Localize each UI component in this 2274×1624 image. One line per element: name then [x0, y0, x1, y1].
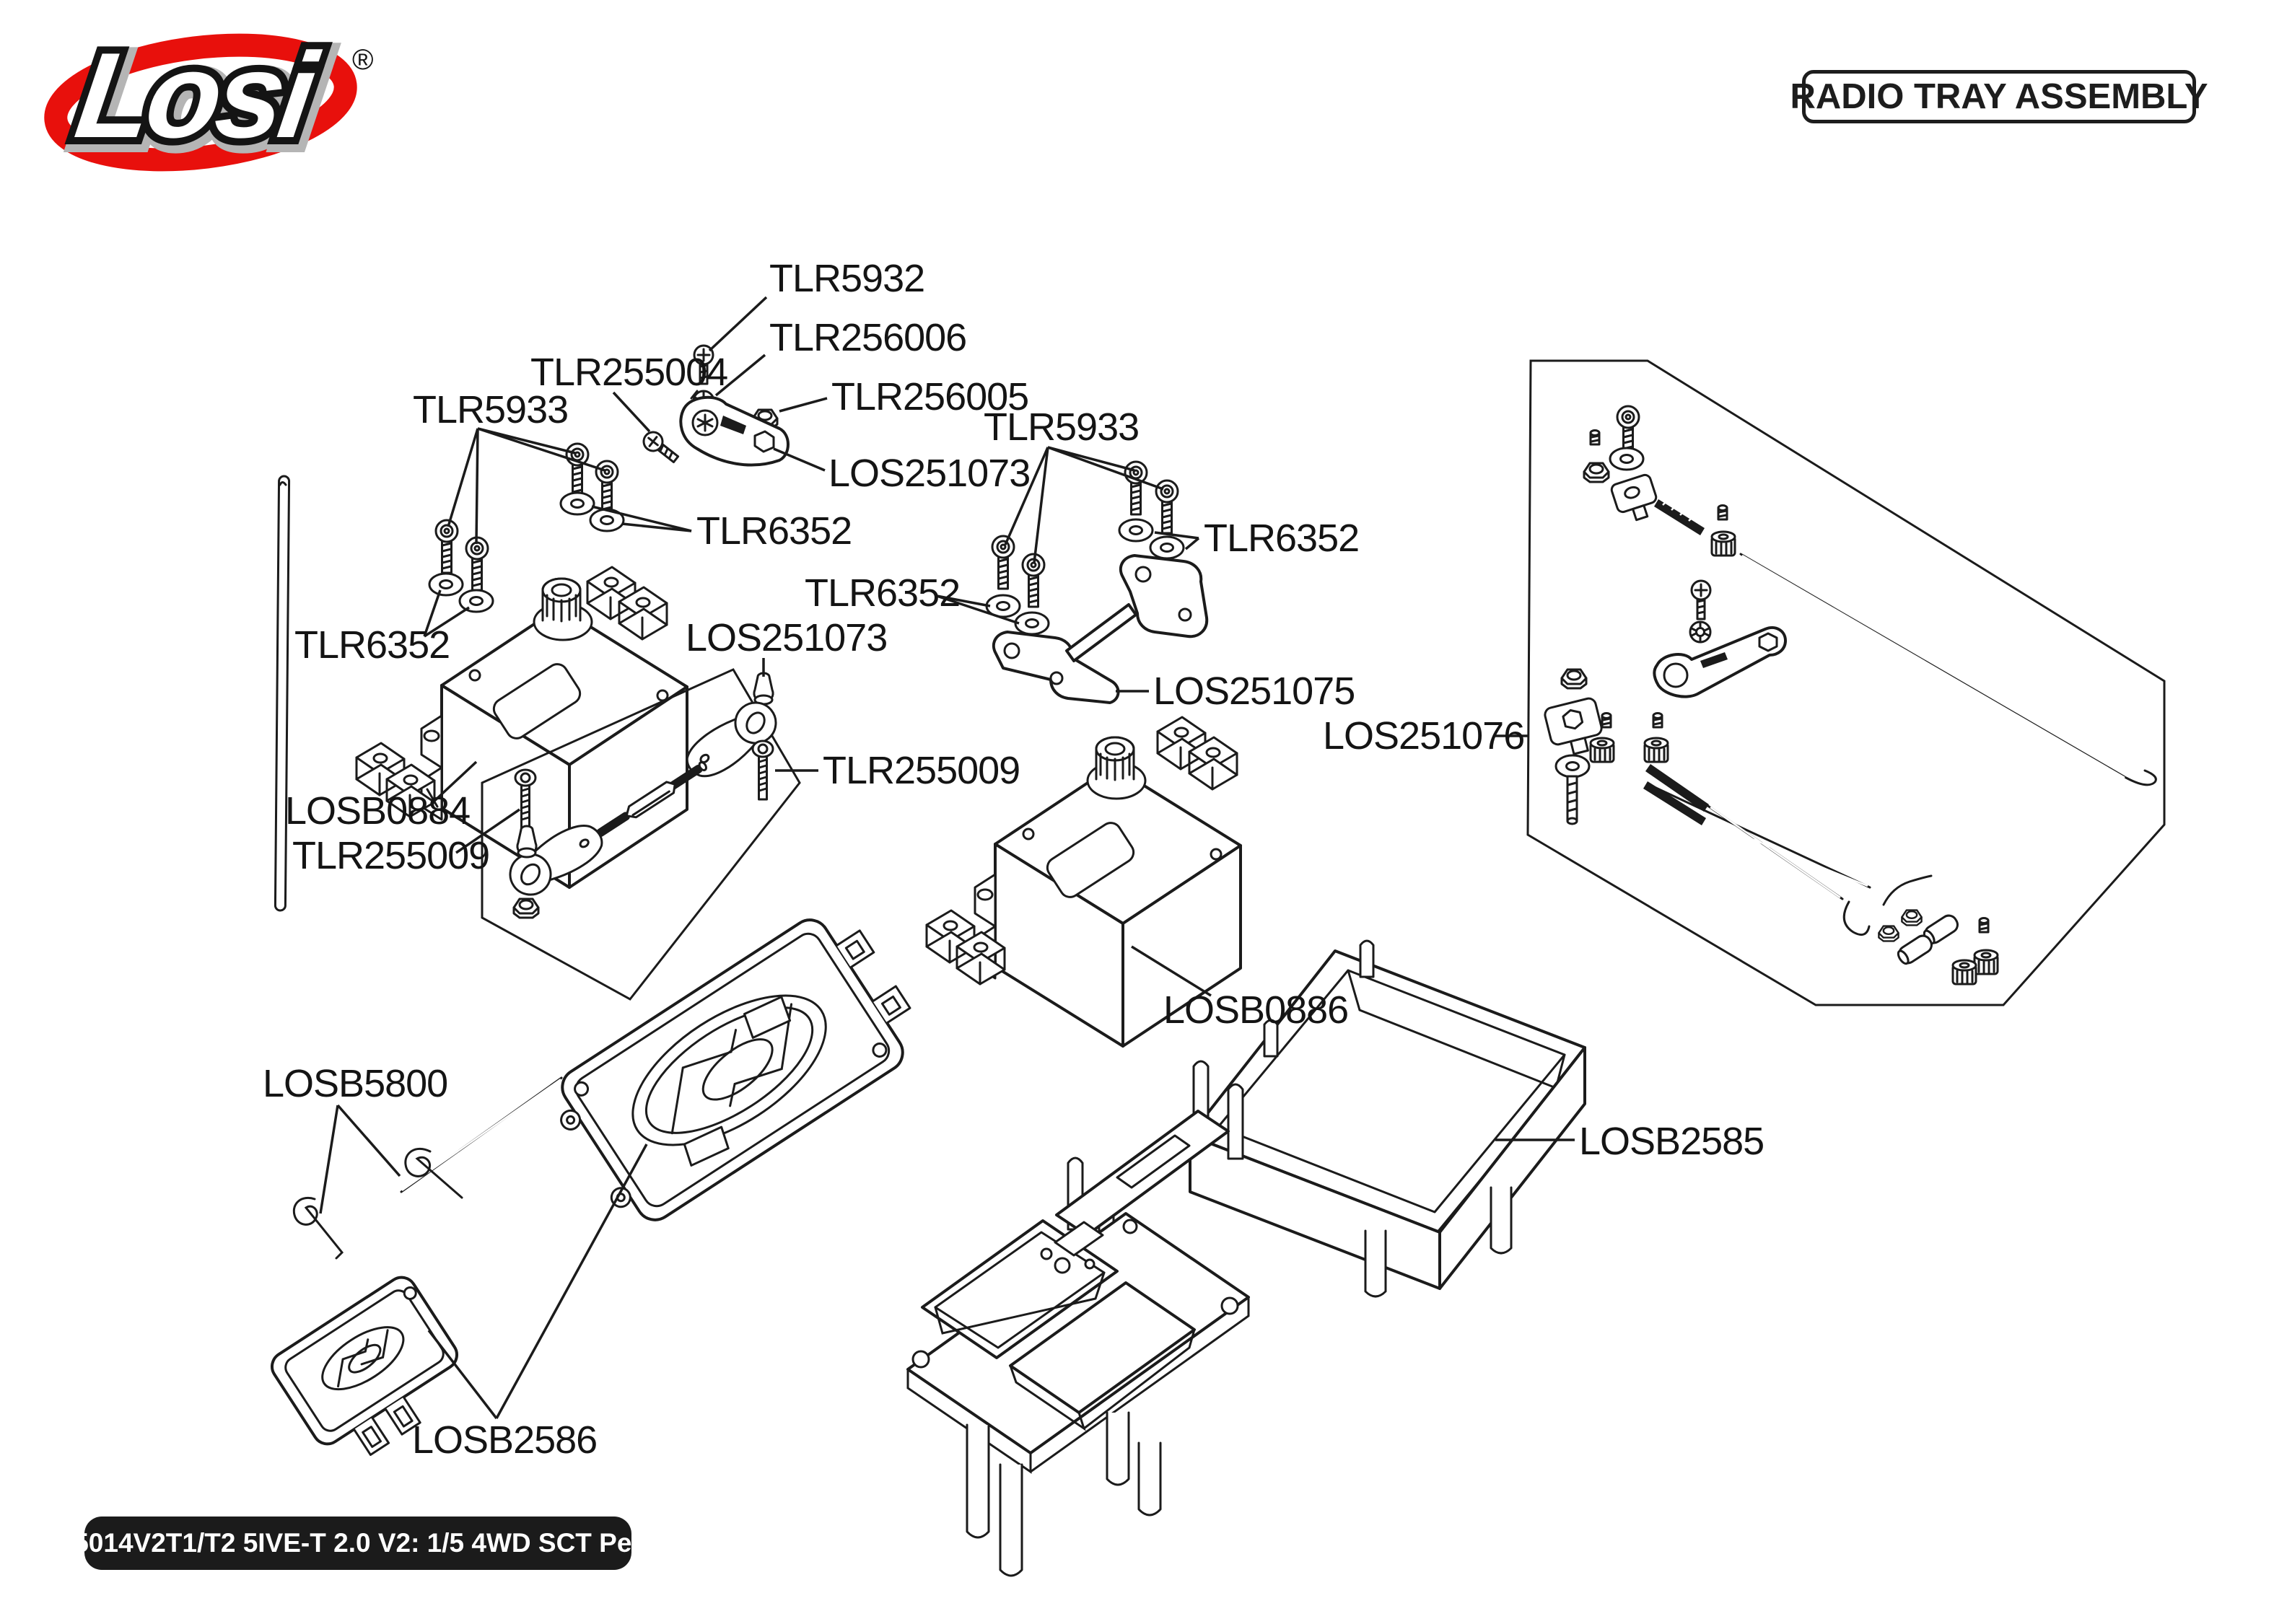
- part-label-tlr5933b: TLR5933: [984, 405, 1139, 449]
- leader-line-tlr5933b: [1047, 446, 1135, 472]
- part-label-tlr6352b: TLR6352: [294, 623, 450, 667]
- leader-line-tlr5933a: [447, 428, 479, 527]
- logo-red-swoosh: [44, 33, 357, 172]
- screw-tlr255004: [639, 427, 683, 468]
- leader-line-tlr5932: [708, 296, 768, 352]
- part-label-losb5800: LOSB5800: [263, 1062, 447, 1105]
- washers-tlr6352-left: [428, 491, 625, 613]
- page-title-box: RADIO TRAY ASSEMBLY: [1790, 70, 2208, 123]
- part-label-tlr5932: TLR5932: [769, 257, 924, 300]
- leader-line-losb2586: [427, 1329, 498, 1420]
- part-label-losb0884: LOSB0884: [285, 789, 470, 833]
- turnbuckle: [596, 761, 707, 837]
- part-label-los251076: LOS251076: [1323, 714, 1524, 758]
- leader-line-tlr256006: [714, 354, 766, 397]
- leader-line-tlr5933a: [475, 428, 479, 545]
- leader-line-losb0886: [1131, 945, 1212, 997]
- leader-line-losb2586: [495, 1144, 648, 1419]
- logo-shadow-text: Losi: [72, 32, 330, 167]
- part-label-los251075: LOS251075: [1153, 670, 1355, 713]
- losi-logo-art: Losi Losi ®: [44, 20, 373, 178]
- page-title: RADIO TRAY ASSEMBLY: [1790, 77, 2208, 116]
- leader-line-tlr6352b: [424, 606, 470, 638]
- throttle-linkage-panel-los251076: [1526, 359, 2166, 1006]
- clips-losb5800: [292, 1076, 563, 1260]
- part-label-tlr6352c: TLR6352: [1204, 517, 1359, 560]
- leader-line-losb0884: [432, 760, 478, 804]
- leader-line-tlr5933a: [477, 427, 605, 472]
- part-label-los251073a: LOS251073: [828, 452, 1030, 495]
- leader-line-losb5800: [319, 1105, 339, 1214]
- losi-logo: Losi Losi ®: [36, 20, 382, 178]
- throttle-horn: [1653, 626, 1787, 698]
- antenna-tube: [274, 475, 291, 912]
- part-label-tlr255009b: TLR255009: [823, 749, 1020, 792]
- receiver-cover: [560, 918, 911, 1221]
- leader-line-tlr6352b: [423, 589, 442, 637]
- leader-line-tlr6352a: [621, 522, 692, 532]
- part-label-tlr256006: TLR256006: [769, 316, 966, 359]
- part-label-tlr255009a: TLR255009: [292, 834, 489, 877]
- steering-link-panel: [481, 668, 801, 1001]
- part-label-tlr6352d: TLR6352: [805, 571, 960, 615]
- tray-switch: [1040, 1221, 1104, 1274]
- leader-line-tlr5933b: [1033, 447, 1049, 563]
- leader-line-tlr5933b: [1047, 446, 1164, 491]
- part-label-los251073b: LOS251073: [686, 616, 887, 659]
- logo-text: Losi: [69, 27, 326, 163]
- tray-pegs: [1263, 939, 1375, 1058]
- leader-line-tlr255004: [612, 391, 651, 433]
- part-label-tlr255004: TLR255004: [530, 351, 727, 394]
- leader-line-tlr6352a: [591, 505, 692, 532]
- leader-line-tlr256005: [779, 397, 828, 413]
- leader-line-tlr6352d: [936, 594, 1020, 625]
- part-label-tlr6352a: TLR6352: [696, 509, 852, 553]
- part-labels: TLR5932TLR256006TLR255004TLR256005LOS251…: [263, 257, 1764, 1462]
- part-label-losb2586: LOSB2586: [412, 1418, 597, 1462]
- leader-line-los251073a: [773, 447, 826, 472]
- leader-line-tlr6352c: [1154, 531, 1199, 540]
- leader-line-tlr5933b: [1004, 447, 1049, 545]
- servo-arm-los251073: [679, 390, 790, 467]
- receiver-box: [271, 1276, 458, 1456]
- part-label-tlr256005: TLR256005: [831, 375, 1028, 418]
- footer-part-code-pill: C-LOS05014V2T1/T2 5IVE-T 2.0 V2: 1/5 4WD…: [0, 1517, 740, 1570]
- leader-line-tlr6352c: [1184, 537, 1200, 550]
- part-label-losb2585: LOSB2585: [1579, 1120, 1764, 1163]
- leader-line-tlr255009a: [455, 808, 520, 854]
- footer-part-code: C-LOS05014V2T1/T2 5IVE-T 2.0 V2: 1/5 4WD…: [0, 1528, 740, 1558]
- part-label-tlr5933a: TLR5933: [413, 388, 568, 431]
- part-label-losb0886: LOSB0886: [1163, 988, 1348, 1032]
- brace-los251075: [992, 554, 1209, 704]
- radio-tray-losb2585: [906, 939, 1586, 1577]
- registered-mark: ®: [352, 44, 373, 76]
- leader-line-losb5800: [336, 1104, 401, 1177]
